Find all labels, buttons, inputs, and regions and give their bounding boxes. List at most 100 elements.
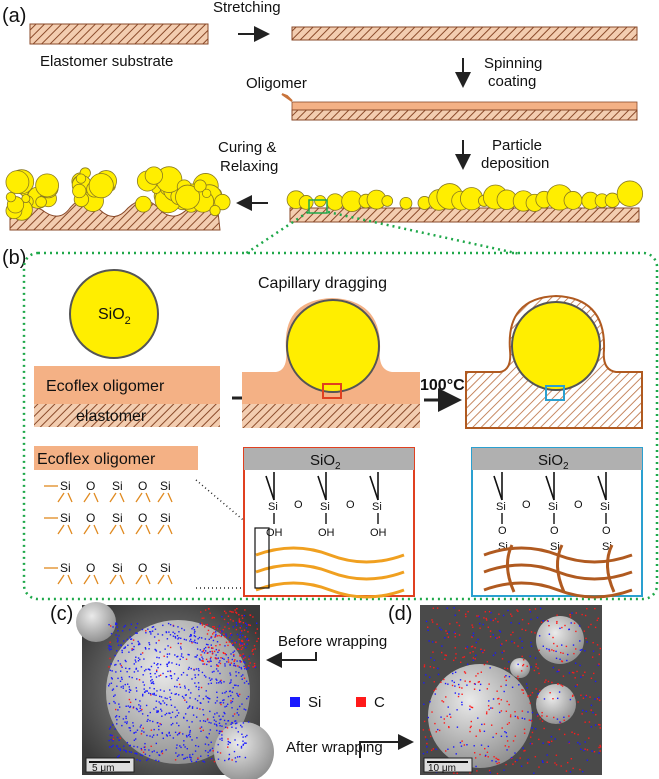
sem-d-right-sphere xyxy=(536,684,576,724)
element-dot xyxy=(223,610,226,613)
chain-atom-label: O xyxy=(86,561,95,575)
element-dot xyxy=(561,626,563,629)
element-dot xyxy=(207,608,210,610)
element-dot xyxy=(579,768,581,771)
element-dot xyxy=(236,633,239,636)
element-dot xyxy=(236,660,238,662)
element-dot xyxy=(227,738,229,740)
element-dot xyxy=(174,759,177,761)
element-dot xyxy=(220,635,222,638)
element-dot xyxy=(484,747,486,750)
chain-atom-label: Si xyxy=(160,511,171,525)
element-dot xyxy=(223,719,226,722)
element-dot xyxy=(224,759,226,762)
element-dot xyxy=(453,631,456,633)
element-dot xyxy=(155,759,157,762)
element-dot xyxy=(541,715,543,717)
element-dot xyxy=(195,656,198,658)
element-dot xyxy=(128,751,131,753)
element-dot xyxy=(577,701,579,703)
element-dot xyxy=(143,688,145,690)
element-dot xyxy=(221,692,224,694)
element-dot xyxy=(209,658,212,660)
element-dot xyxy=(214,627,216,630)
element-dot xyxy=(147,668,150,670)
element-dot xyxy=(498,711,501,714)
element-dot xyxy=(439,627,441,629)
element-dot xyxy=(169,674,172,677)
element-dot xyxy=(223,658,225,660)
element-dot xyxy=(422,752,425,755)
element-dot xyxy=(238,647,240,650)
element-dot xyxy=(218,682,220,684)
element-dot xyxy=(216,696,219,699)
element-dot xyxy=(181,653,183,655)
element-dot xyxy=(212,626,214,628)
element-dot xyxy=(569,771,572,773)
element-dot xyxy=(229,682,231,684)
cured-zoom-box xyxy=(545,385,565,401)
element-dot xyxy=(566,761,569,764)
element-dot xyxy=(440,628,443,631)
element-dot xyxy=(117,677,119,680)
element-dot xyxy=(235,628,238,631)
element-dot xyxy=(178,683,181,686)
deposited-particles xyxy=(286,180,644,212)
element-dot xyxy=(218,649,220,652)
element-dot xyxy=(151,678,153,681)
element-dot xyxy=(239,661,242,663)
element-dot xyxy=(197,668,200,670)
element-dot xyxy=(237,648,239,650)
element-dot xyxy=(471,624,473,626)
element-dot xyxy=(239,634,241,636)
oligomer-label: Oligomer xyxy=(246,75,307,92)
element-dot xyxy=(221,737,223,739)
element-dot xyxy=(234,722,237,725)
element-dot xyxy=(126,671,128,673)
element-dot xyxy=(215,723,218,726)
element-dot xyxy=(479,729,481,731)
element-dot xyxy=(567,653,569,656)
element-dot xyxy=(220,703,222,706)
element-dot xyxy=(565,645,568,648)
element-dot xyxy=(153,692,155,695)
element-dot xyxy=(470,720,472,723)
element-dot xyxy=(156,690,158,692)
element-dot xyxy=(469,726,472,729)
element-dot xyxy=(226,703,229,706)
element-dot xyxy=(592,650,595,652)
element-dot xyxy=(549,692,551,694)
element-dot xyxy=(446,607,448,609)
element-dot xyxy=(521,717,524,719)
element-dot xyxy=(239,645,241,647)
element-dot xyxy=(161,732,163,734)
element-dot xyxy=(224,626,226,628)
element-dot xyxy=(224,692,226,694)
element-dot xyxy=(160,696,163,698)
element-dot xyxy=(443,722,446,724)
element-dot xyxy=(512,763,514,765)
element-dot xyxy=(240,661,243,663)
panel-a: (a) Elastomer substrate Stretching Spinn… xyxy=(2,0,644,231)
element-dot xyxy=(114,728,116,730)
element-dot xyxy=(425,674,427,676)
particle xyxy=(616,180,644,207)
element-dot xyxy=(242,722,245,724)
element-dot xyxy=(557,697,559,700)
element-dot xyxy=(470,725,472,728)
element-dot xyxy=(556,718,559,720)
element-dot xyxy=(204,626,206,628)
element-dot xyxy=(554,738,557,740)
polymer-chain xyxy=(255,563,405,581)
element-dot xyxy=(459,679,462,681)
element-dot xyxy=(183,638,186,641)
chain-bond xyxy=(119,574,125,585)
element-dot xyxy=(581,613,583,616)
element-dot xyxy=(456,772,458,775)
element-dot xyxy=(115,671,117,673)
element-dot xyxy=(464,613,467,615)
element-dot xyxy=(129,689,132,692)
element-dot xyxy=(229,690,232,692)
element-dot xyxy=(560,651,562,654)
element-dot xyxy=(168,731,170,734)
